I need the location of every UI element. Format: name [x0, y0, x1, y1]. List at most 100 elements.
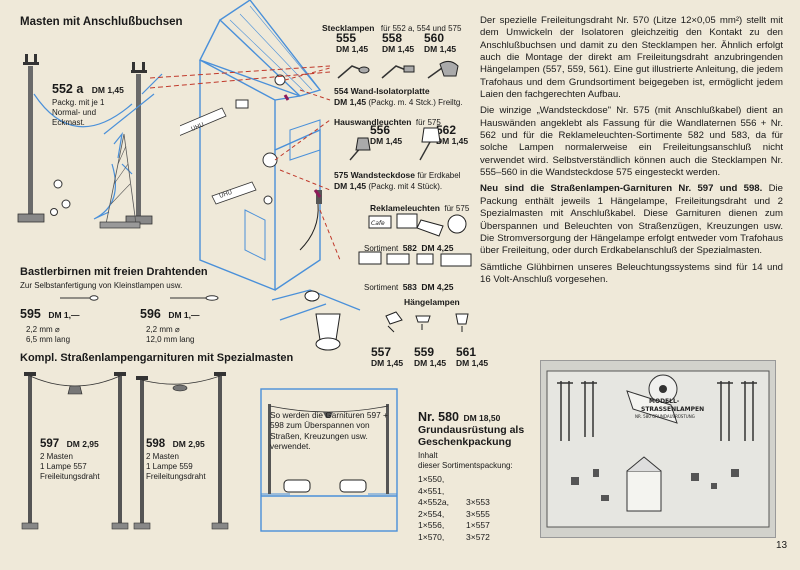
- bulb-595-length: 6,5 mm lang: [26, 335, 71, 344]
- hanging-lamps-title: Hängelampen: [404, 297, 460, 307]
- hanging-557-code: 557: [371, 345, 392, 359]
- ad-lamps-header: Reklameleuchten für 575: [370, 198, 469, 216]
- item-575-note: (Packg. mit 4 Stück).: [368, 182, 443, 191]
- contents-row: 1×550,: [418, 474, 490, 486]
- plug-558-code: 558: [382, 31, 403, 45]
- bulbs-subtitle: Zur Selbstanfertigung von Kleinstlampen …: [20, 281, 183, 290]
- page-number: 13: [776, 540, 788, 551]
- plug-lamps-for: für 552 a, 554 und 575: [380, 24, 462, 33]
- assortment-583: Sortiment 583 DM 4,25: [364, 277, 453, 295]
- set-598: 598 DM 2,95 2 Masten 1 Lampe 559 Freilei…: [146, 434, 206, 482]
- item-552a: 552 a DM 1,45 Packg. mit je 1 Normal- un…: [52, 80, 124, 128]
- contents-cell: 3×555: [466, 508, 490, 519]
- house-556-price: DM 1,45: [370, 136, 403, 146]
- item-552a-code: 552 a: [52, 82, 84, 96]
- uhu-label-1: UHU: [190, 121, 205, 132]
- contents-cell: 4×552a,: [418, 497, 449, 507]
- bulb-595: 595 DM 1,— 2,2 mm ⌀ 6,5 mm lang: [20, 305, 79, 345]
- plug-555-price: DM 1,45: [336, 44, 369, 54]
- street-lamp-sets-illustration: [21, 372, 229, 530]
- paragraph-wire: Der spezielle Freileitungsdraht Nr. 570 …: [480, 15, 783, 101]
- item-554-price: DM 1,45: [334, 96, 367, 107]
- house-lamp-drawings: [349, 127, 441, 161]
- plug-555-code: 555: [336, 31, 357, 45]
- contents-row: 4×552a, 3×553: [418, 497, 490, 509]
- bulb-595-code: 595: [20, 307, 41, 321]
- set-597-code: 597: [40, 438, 60, 450]
- plug-lamps-header: Stecklampen für 552 a, 554 und 575: [322, 18, 461, 36]
- plug-555: 555 DM 1,45: [336, 32, 368, 54]
- item-554-code: 554: [334, 86, 349, 96]
- set-598-line-2: 1 Lampe 559: [146, 462, 193, 471]
- masts-illustration: [17, 54, 163, 229]
- hanging-557-price: DM 1,45: [371, 358, 404, 368]
- set-598-code: 598: [146, 438, 166, 450]
- hanging-561-price: DM 1,45: [456, 358, 489, 368]
- hanging-561-code: 561: [456, 345, 477, 359]
- item-552a-desc-3: Eckmast.: [52, 118, 85, 127]
- bulbs-title: Bastlerbirnen mit freien Drahtenden: [20, 266, 208, 278]
- set-597-line-1: 2 Masten: [40, 452, 73, 461]
- house-556: 556 DM 1,45: [370, 124, 402, 146]
- paragraph-new-sets: Neu sind die Straßenlampen-Garnituren Nr…: [480, 183, 783, 257]
- street-scene-box: [260, 388, 398, 532]
- item-580-inhalt-2: dieser Sortimentspackung:: [418, 461, 513, 470]
- box-subtitle: NR. 580 GRUNDAUSRÜSTUNG: [635, 414, 695, 419]
- item-554-note: (Packg. m. 4 Stck.) Freiltg.: [368, 97, 463, 107]
- paragraph-socket: Die winzige „Wandsteckdose" Nr. 575 (mit…: [480, 105, 783, 179]
- bulb-596: 596 DM 1,— 2,2 mm ⌀ 12,0 mm lang: [140, 305, 199, 345]
- set-597-price: DM 2,95: [66, 439, 99, 449]
- hanging-559-code: 559: [414, 345, 435, 359]
- description-text: Der spezielle Freileitungsdraht Nr. 570 …: [480, 15, 783, 290]
- set-597: 597 DM 2,95 2 Masten 1 Lampe 557 Freilei…: [40, 434, 100, 482]
- hanging-561: 561 DM 1,45: [456, 346, 488, 368]
- plug-560: 560 DM 1,45: [424, 32, 456, 54]
- assortment-582-label: Sortiment: [364, 244, 399, 253]
- contents-cell: 4×551,: [418, 485, 445, 496]
- house-illustration: UHU UHU: [180, 0, 341, 292]
- plug-lamps-title: Stecklampen: [322, 23, 375, 33]
- assortment-583-price: DM 4,25: [421, 282, 454, 292]
- bulb-596-diameter: 2,2 mm ⌀: [146, 325, 180, 334]
- house-lamps-for: für 575: [415, 118, 441, 127]
- house-556-code: 556: [370, 123, 391, 137]
- item-552a-price: DM 1,45: [91, 85, 124, 95]
- item-580-title: Grundausrüstung als Geschenkpackung: [418, 424, 524, 448]
- ad-lamps-title: Reklameleuchten: [370, 203, 440, 213]
- plug-lamp-drawings: [337, 60, 459, 79]
- street-sets-title: Kompl. Straßenlampengarnituren mit Spezi…: [20, 352, 294, 364]
- assortment-583-code: 583: [402, 282, 417, 292]
- paragraph-new-sets-body: Die Packung enthält jeweils 1 Hängelampe…: [480, 183, 784, 257]
- contents-cell: 1×557: [466, 520, 490, 530]
- contents-row: 2×554, 3×555: [418, 509, 490, 521]
- house-lamps-title: Hauswandleuchten: [334, 117, 412, 127]
- assortment-582: Sortiment 582 DM 4,25: [364, 238, 453, 256]
- item-580-header: Nr. 580 DM 18,50: [418, 408, 500, 426]
- bulb-drawings: [60, 295, 219, 301]
- bulb-595-price: DM 1,—: [48, 310, 80, 320]
- bulb-596-length: 12,0 mm lang: [146, 335, 195, 344]
- item-580-title-2: Geschenkpackung: [418, 436, 512, 448]
- item-552a-desc-2: Normal- und: [52, 108, 97, 117]
- plug-560-code: 560: [424, 31, 445, 45]
- contents-row: 4×551,: [418, 486, 490, 498]
- item-554-name: Wand-Isolatorplatte: [350, 86, 430, 96]
- contents-cell: 2×554,: [418, 508, 445, 519]
- contents-cell: 3×553: [466, 497, 490, 507]
- item-580-code: Nr. 580: [418, 410, 460, 424]
- item-575: 575 Wandsteckdose für Erdkabel DM 1,45 (…: [334, 170, 460, 192]
- box-title: STRASSENLAMPEN: [641, 406, 704, 413]
- house-lamps-header: Hauswandleuchten für 575: [334, 112, 441, 130]
- item-552a-desc-1: Packg. mit je 1: [52, 98, 105, 107]
- paragraph-bulbs: Sämtliche Glühbirnen unseres Beleuchtung…: [480, 261, 783, 285]
- bulb-595-diameter: 2,2 mm ⌀: [26, 325, 60, 334]
- ad-lamp-drawings: Cafe: [358, 213, 472, 267]
- item-554: 554 Wand-Isolatorplatte DM 1,45 (Packg. …: [334, 86, 463, 108]
- set-597-line-2: 1 Lampe 557: [40, 462, 87, 471]
- cafe-sign-text: Cafe: [371, 220, 385, 227]
- contents-cell: 1×556,: [418, 520, 445, 530]
- set-597-line-3: Freileitungsdraht: [40, 472, 100, 481]
- assortment-582-code: 582: [402, 243, 417, 253]
- product-photo-graphic: MODELL- STRASSENLAMPEN NR. 580 GRUNDAUSR…: [541, 361, 775, 537]
- set-598-price: DM 2,95: [172, 439, 205, 449]
